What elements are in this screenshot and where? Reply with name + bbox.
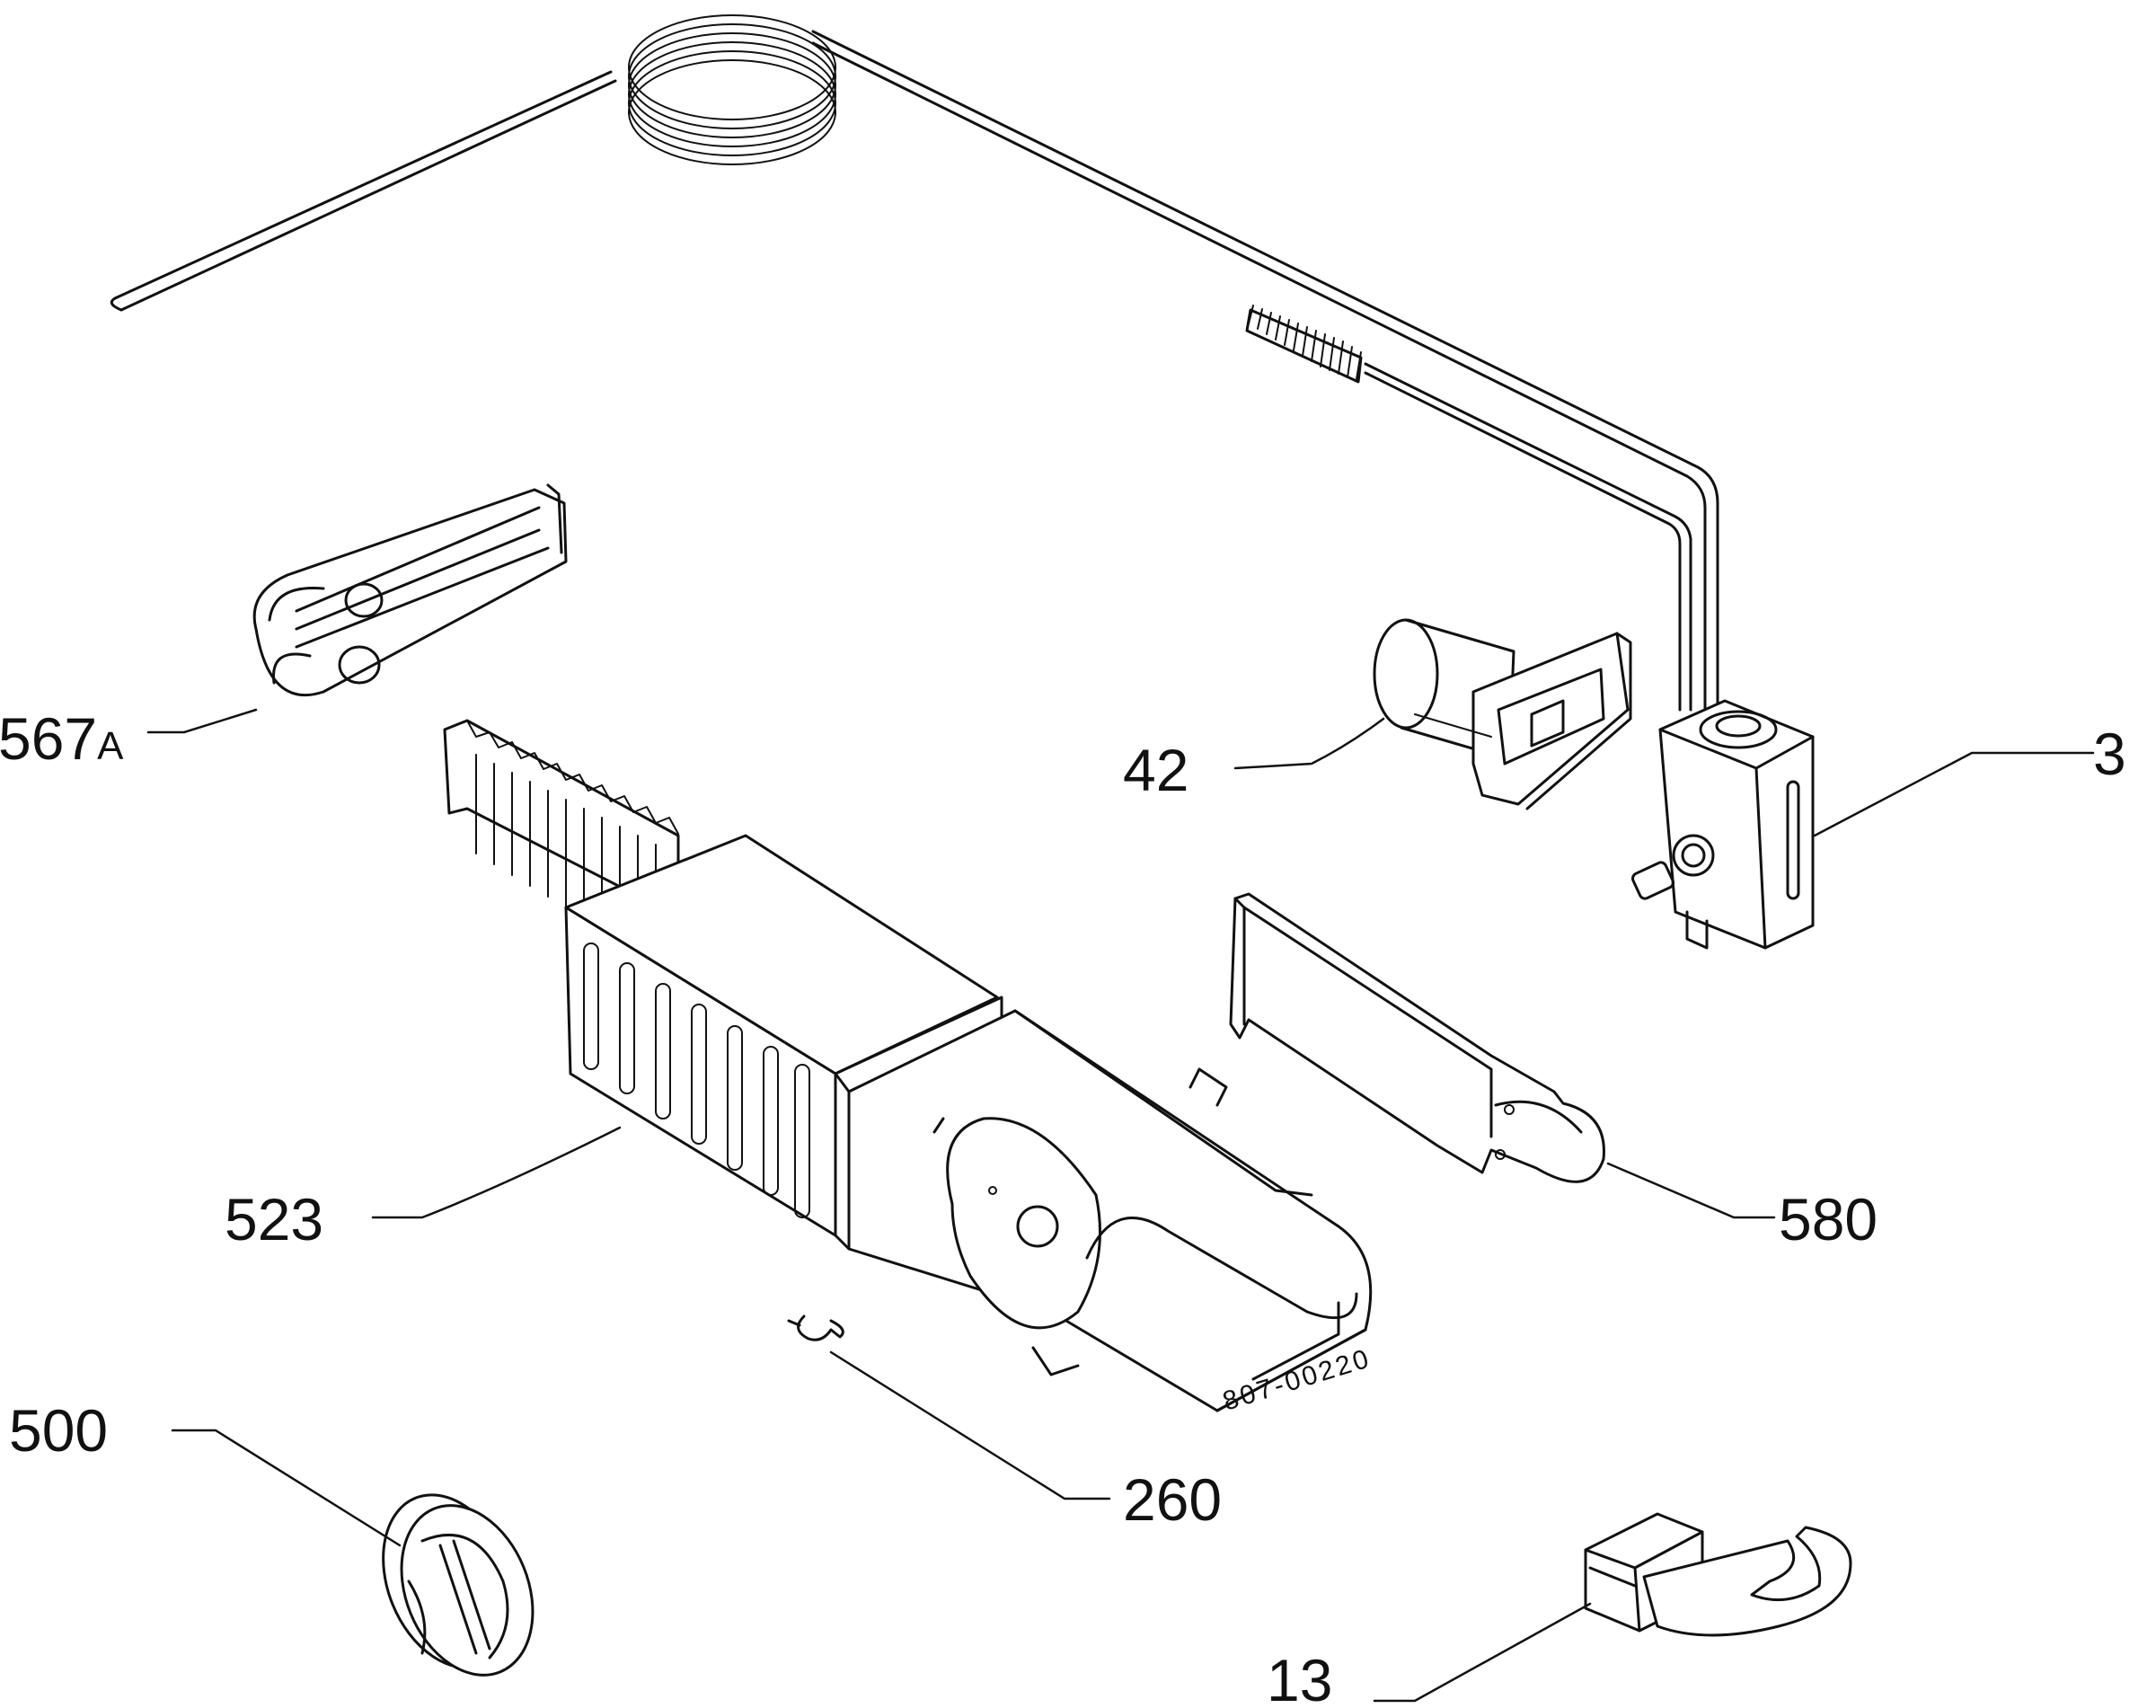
callout-3: 3 (2093, 721, 2126, 787)
spring-clip (787, 1314, 844, 1341)
callout-580: 580 (1779, 1186, 1878, 1252)
callout-567a-suffix: A (97, 724, 124, 768)
sensor-spring (1245, 305, 1692, 712)
callout-500: 500 (9, 1397, 108, 1464)
callout-567a: 567 (0, 705, 97, 772)
callout-523: 523 (225, 1186, 323, 1252)
knob (382, 1493, 535, 1677)
callout-42: 42 (1123, 737, 1188, 803)
connector (1584, 1512, 1852, 1637)
thermostat-body (1631, 699, 1815, 950)
capillary-tube (110, 14, 1719, 712)
housing (443, 719, 1373, 1412)
svg-text:567A: 567A (0, 705, 124, 772)
lamp-holder (1373, 618, 1632, 810)
callout-13: 13 (1267, 1647, 1332, 1708)
slider-clip (252, 483, 568, 697)
cover-plate (1229, 892, 1605, 1183)
leader-lines (146, 708, 2095, 1703)
callout-260: 260 (1123, 1466, 1222, 1533)
